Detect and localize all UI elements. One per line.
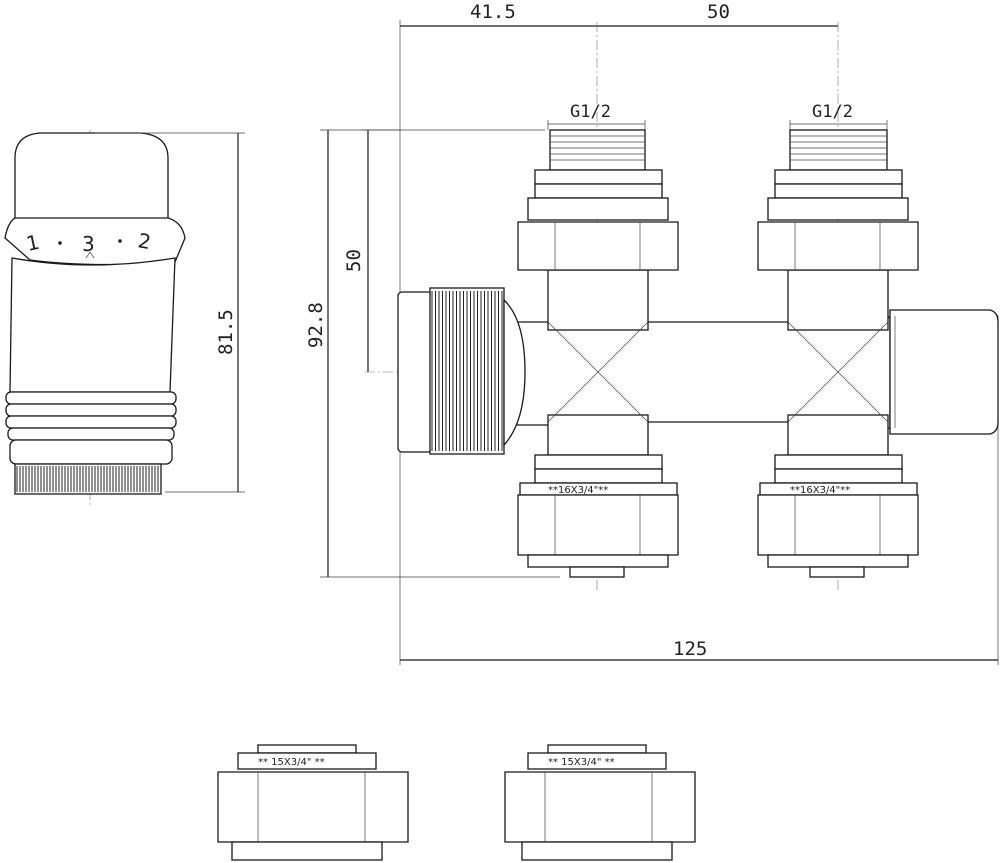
valve-body <box>365 269 999 456</box>
dimension-50-vertical: 50 <box>343 129 400 372</box>
thermostatic-head: 1 3 2 <box>4 130 186 505</box>
dimension-label-50-horizontal: 50 <box>707 1 730 23</box>
loose-nut-marking-left: ** 15X3/4" ** <box>258 757 325 768</box>
dimension-125: 125 <box>400 638 998 661</box>
thread-label-left: G1/2 <box>570 102 611 122</box>
knurl-wheel-lines <box>431 291 503 451</box>
dial-number-right: 2 <box>136 228 153 254</box>
knurl-base-lines <box>16 466 159 492</box>
dial-number-center: 3 <box>82 232 95 256</box>
dimension-label-81-5: 81.5 <box>215 309 237 355</box>
thread-lines <box>790 135 887 161</box>
dimension-81-5: 81.5 <box>95 132 245 493</box>
dial-number-left: 1 <box>24 230 41 256</box>
dimension-label-92-8: 92.8 <box>305 302 327 348</box>
head-ribs <box>5 391 177 465</box>
thread-lines <box>550 135 645 161</box>
knurled-base-ring <box>14 463 162 495</box>
dimension-label-50-vertical: 50 <box>343 249 365 272</box>
lower-fitting-left: **16X3/4"** <box>517 454 679 578</box>
loose-nut-right: ** 15X3/4" ** <box>504 744 696 861</box>
lower-fitting-right: **16X3/4"** <box>757 454 919 578</box>
upper-fitting-right: G1/2 <box>757 102 919 271</box>
nut-marking-right: **16X3/4"** <box>790 485 850 496</box>
dimension-92-8: 92.8 <box>305 129 560 578</box>
loose-nut-marking-right: ** 15X3/4" ** <box>548 757 615 768</box>
thread-label-right: G1/2 <box>812 102 853 122</box>
dimension-label-41-5: 41.5 <box>470 1 516 23</box>
dial-dot <box>118 239 122 243</box>
upper-fitting-left: G1/2 <box>517 102 679 271</box>
loose-nut-left: ** 15X3/4" ** <box>217 744 409 861</box>
dimension-label-125: 125 <box>673 638 707 660</box>
dial-pointer <box>85 251 95 259</box>
dial-dot <box>58 241 62 245</box>
nut-marking-left: **16X3/4"** <box>548 485 608 496</box>
